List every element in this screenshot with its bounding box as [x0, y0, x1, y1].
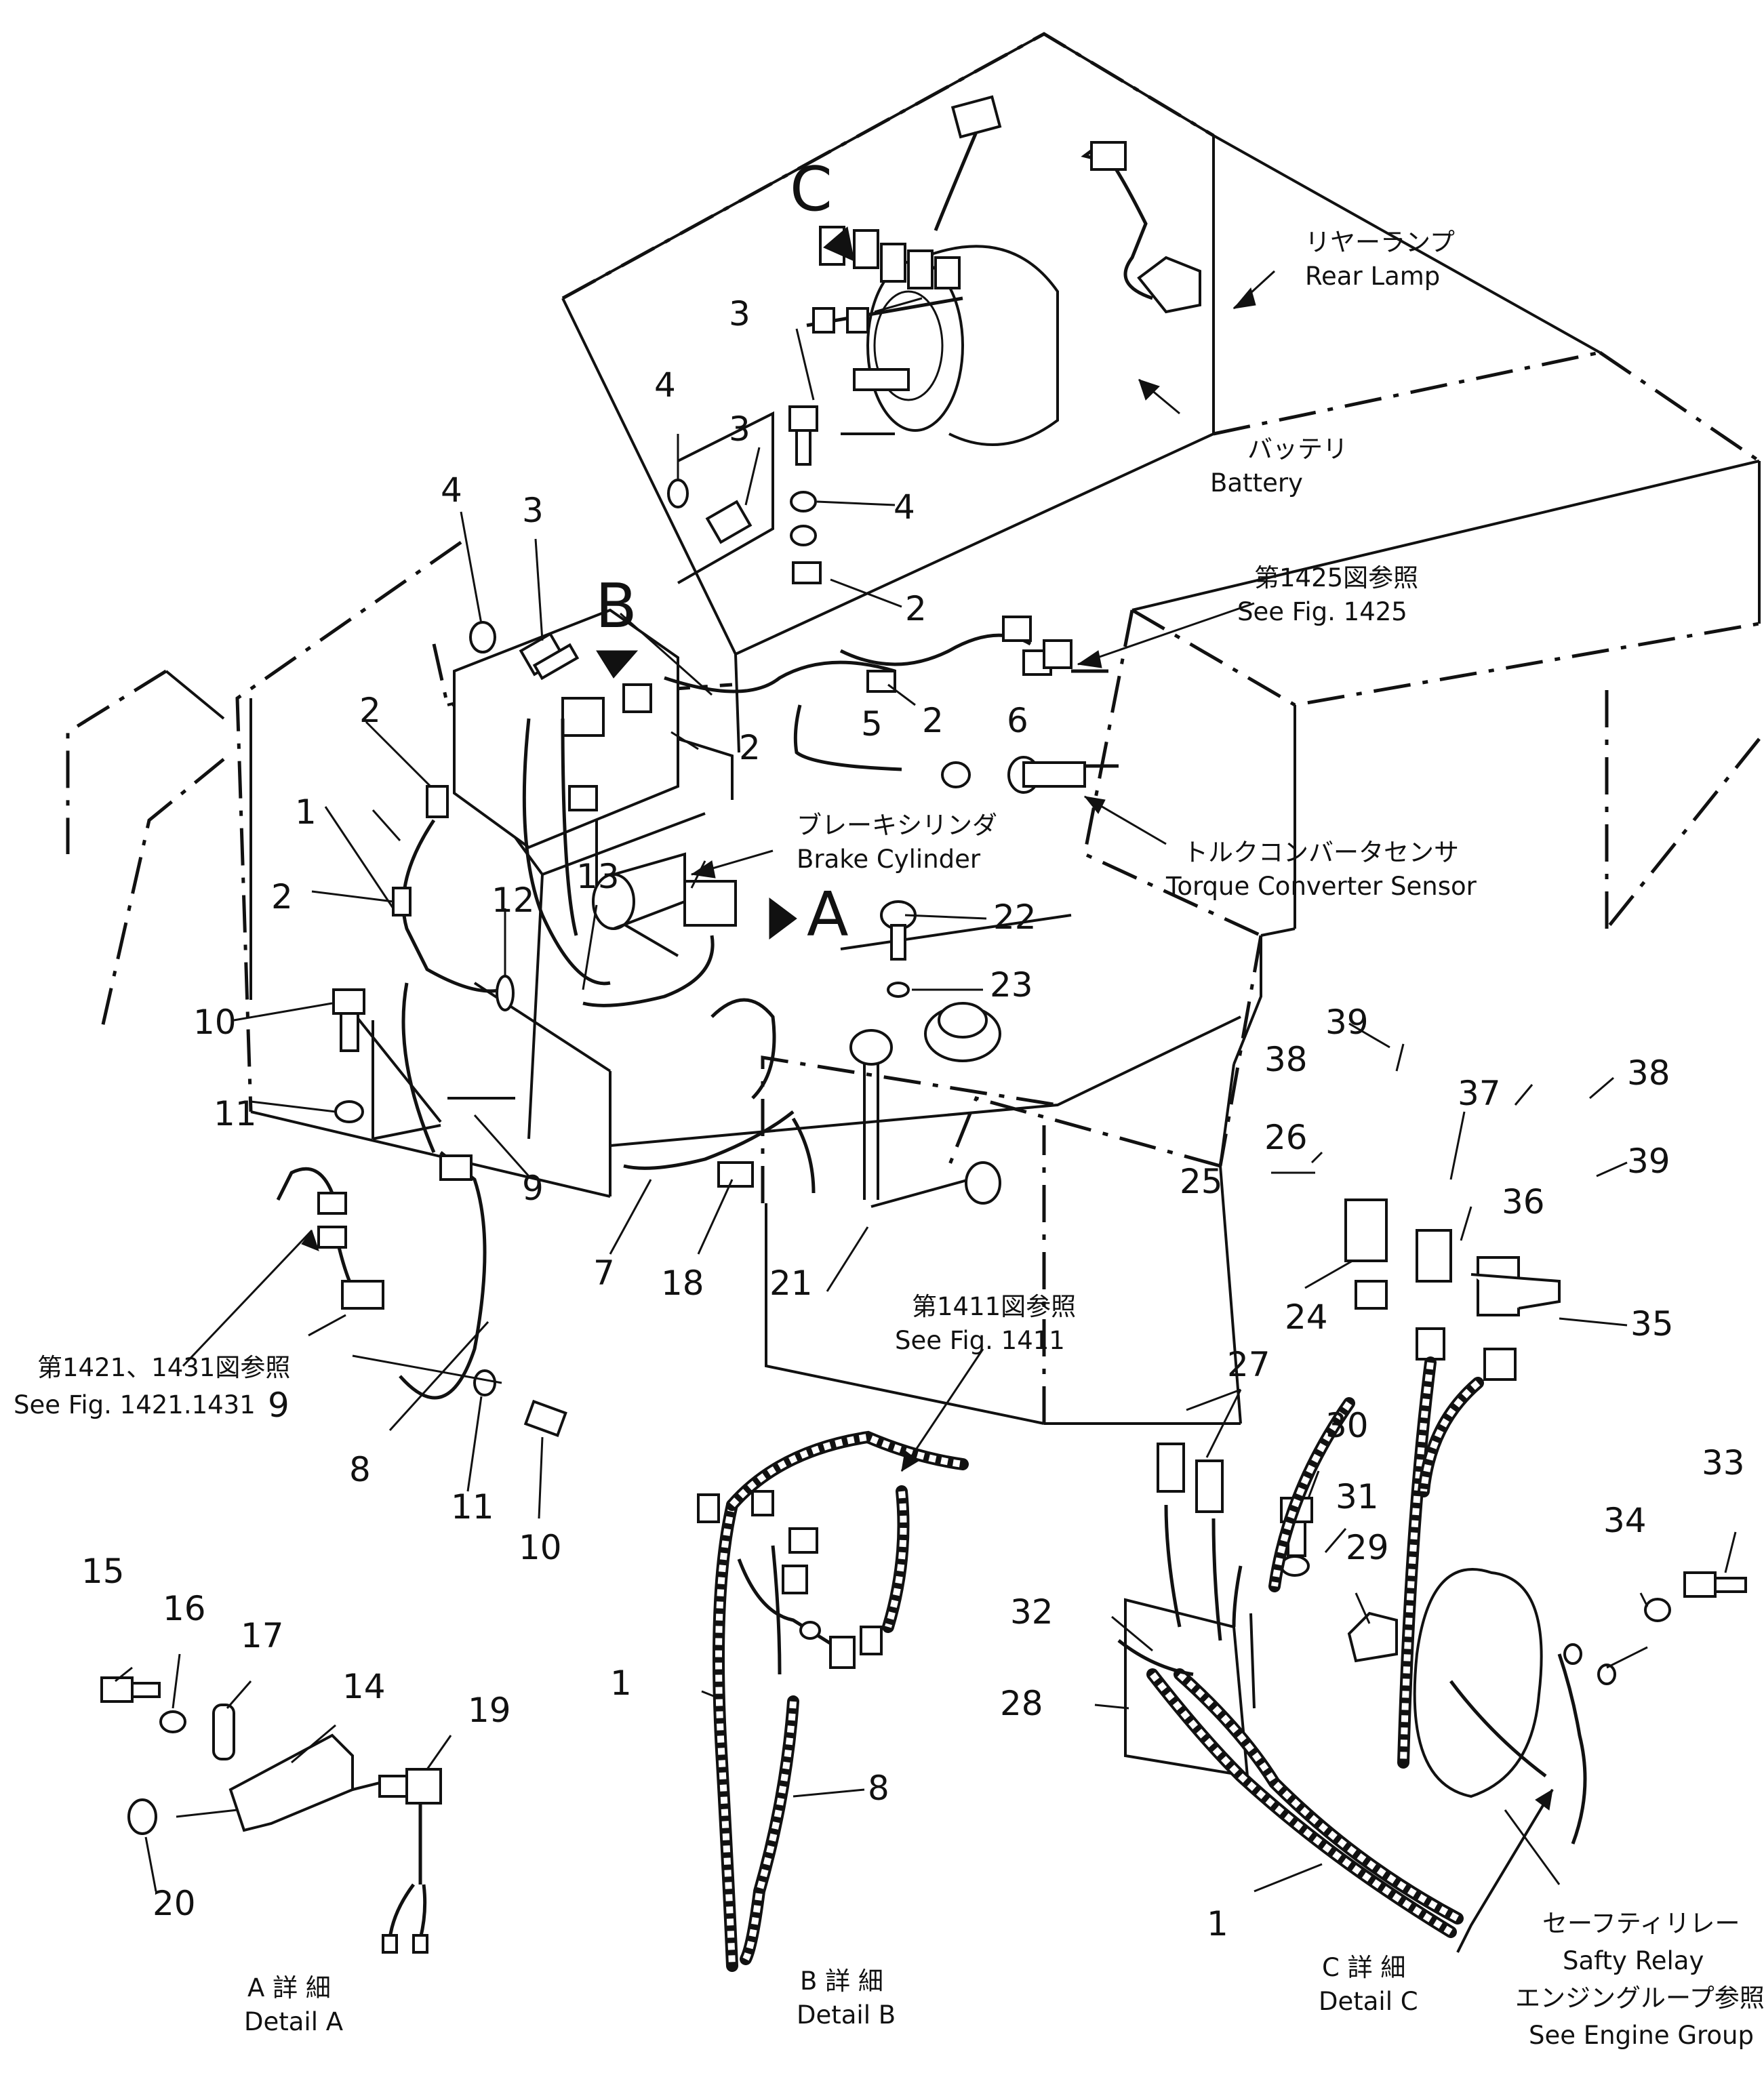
- part-number: 4: [894, 487, 915, 527]
- part-numbers: 3 4 3 4 2 4 3 2 2 2 5 6 1 2 13 12 22 23 …: [81, 294, 1745, 1943]
- part-number: 8: [349, 1450, 371, 1489]
- part-number: 30: [1325, 1406, 1369, 1445]
- rear-lamp: [934, 95, 1201, 314]
- part-number: 9: [522, 1169, 544, 1208]
- part-number: 38: [1627, 1053, 1670, 1093]
- brake-cylinder: [582, 852, 737, 1007]
- engine-group-label: See Engine Group: [1529, 2021, 1754, 2050]
- part-number: 23: [990, 965, 1033, 1005]
- part-number: 1: [610, 1664, 632, 1703]
- part-number: 34: [1603, 1501, 1647, 1540]
- rear-lamp-label: Rear Lamp: [1305, 262, 1440, 291]
- arrow-heads: [301, 226, 1553, 1811]
- part-number: 36: [1502, 1182, 1545, 1222]
- part-number: 2: [271, 877, 293, 916]
- battery-label: Battery: [1210, 468, 1303, 498]
- bolts-washers: [332, 405, 917, 1438]
- part-number: 5: [861, 704, 883, 744]
- safety-relay-label: Safty Relay: [1563, 1946, 1704, 1975]
- main-harness-wires: [399, 633, 1032, 1400]
- detail-c-caption-jp: C 詳 細: [1322, 1953, 1405, 1982]
- part-number: 26: [1264, 1118, 1308, 1157]
- detail-a-drawing: [100, 1676, 442, 1954]
- part-number: 12: [492, 881, 535, 920]
- part-number: 15: [81, 1552, 125, 1591]
- part-number: 39: [1325, 1003, 1369, 1042]
- detail-c-connector-cluster: [806, 226, 963, 334]
- part-number: 19: [468, 1691, 511, 1730]
- fig1425-connectors: [1002, 616, 1119, 676]
- leader-lines: [115, 270, 1737, 1893]
- part-number: 2: [359, 691, 381, 730]
- part-number: 16: [163, 1589, 206, 1628]
- part-number: 32: [1010, 1592, 1054, 1632]
- part-number: 7: [593, 1253, 615, 1293]
- detail-b-caption-jp: B 詳 細: [800, 1967, 883, 1996]
- detail-a-caption-jp: A 詳 細: [247, 1973, 331, 2002]
- part-number: 33: [1702, 1443, 1745, 1483]
- detail-marker-b: B: [595, 571, 637, 642]
- battery-label-jp: バッテリ: [1247, 435, 1348, 464]
- detail-a-caption: Detail A: [244, 2007, 343, 2036]
- torque-sensor-label-jp: トルクコンバータセンサ: [1183, 838, 1459, 867]
- part-number: 21: [769, 1264, 813, 1303]
- part-number: 11: [214, 1094, 257, 1133]
- detail-c-caption: Detail C: [1319, 1987, 1418, 2016]
- part-number: 10: [193, 1003, 237, 1042]
- part-number: 9: [268, 1386, 289, 1425]
- part-number: 10: [519, 1528, 562, 1567]
- part-number: 4: [441, 470, 462, 510]
- detail-marker-c: C: [790, 154, 833, 225]
- fig1425-label-jp: 第1425図参照: [1254, 563, 1418, 592]
- torque-converter-sensor: [941, 756, 1119, 794]
- detail-c-drawing: [1117, 1198, 1747, 1953]
- part-number: 2: [922, 701, 944, 740]
- part-number: 22: [993, 898, 1037, 937]
- part-number: 29: [1346, 1528, 1389, 1567]
- part-number: 28: [1000, 1684, 1043, 1723]
- fig1411-label: See Fig. 1411: [895, 1326, 1065, 1355]
- part-number: 37: [1458, 1074, 1501, 1113]
- part-number: 3: [522, 491, 544, 530]
- part-number: 11: [451, 1487, 494, 1527]
- fig1421-label-jp: 第1421、1431図参照: [37, 1353, 290, 1382]
- part-number: 2: [739, 728, 761, 767]
- part-number: 17: [241, 1616, 284, 1655]
- fuel-level-gauge: [849, 1002, 1001, 1208]
- rear-lamp-label-jp: リヤーランプ: [1305, 228, 1455, 257]
- torque-sensor-label: Torque Converter Sensor: [1165, 872, 1477, 901]
- part-number: 3: [729, 409, 750, 449]
- detail-marker-a: A: [807, 879, 849, 950]
- part-number: 31: [1336, 1477, 1379, 1516]
- part-number: 14: [342, 1667, 386, 1706]
- part-number: 35: [1630, 1304, 1674, 1344]
- fig1421-label: See Fig. 1421.1431: [14, 1390, 256, 1419]
- part-number: 6: [1007, 701, 1028, 740]
- part-number: 39: [1627, 1142, 1670, 1181]
- part-number: 8: [868, 1769, 889, 1808]
- detail-b-drawing: [697, 1430, 969, 1972]
- part-number: 1: [1207, 1904, 1228, 1943]
- engine-group-label-jp: エンジングループ参照: [1515, 1983, 1764, 2013]
- part-number: 24: [1285, 1297, 1328, 1337]
- part-number: 18: [661, 1264, 704, 1303]
- part-number: 1: [295, 792, 317, 832]
- part-number: 2: [905, 589, 927, 628]
- fig1425-label: See Fig. 1425: [1237, 597, 1407, 626]
- part-number: 20: [153, 1884, 196, 1923]
- part-number: 38: [1264, 1040, 1308, 1079]
- safety-relay-label-jp: セーフティリレー: [1542, 1909, 1740, 1938]
- part-number: 4: [654, 365, 676, 405]
- brake-cylinder-label-jp: ブレーキシリンダ: [797, 811, 997, 840]
- fig1411-label-jp: 第1411図参照: [912, 1292, 1076, 1321]
- part-number: 27: [1227, 1345, 1270, 1384]
- part-number: 3: [729, 294, 750, 334]
- part-number: 13: [576, 857, 620, 896]
- fig1421-connectors: [276, 1167, 384, 1310]
- detail-b-caption: Detail B: [797, 2000, 896, 2030]
- brake-cylinder-label: Brake Cylinder: [797, 845, 981, 874]
- part-number: 25: [1180, 1162, 1223, 1201]
